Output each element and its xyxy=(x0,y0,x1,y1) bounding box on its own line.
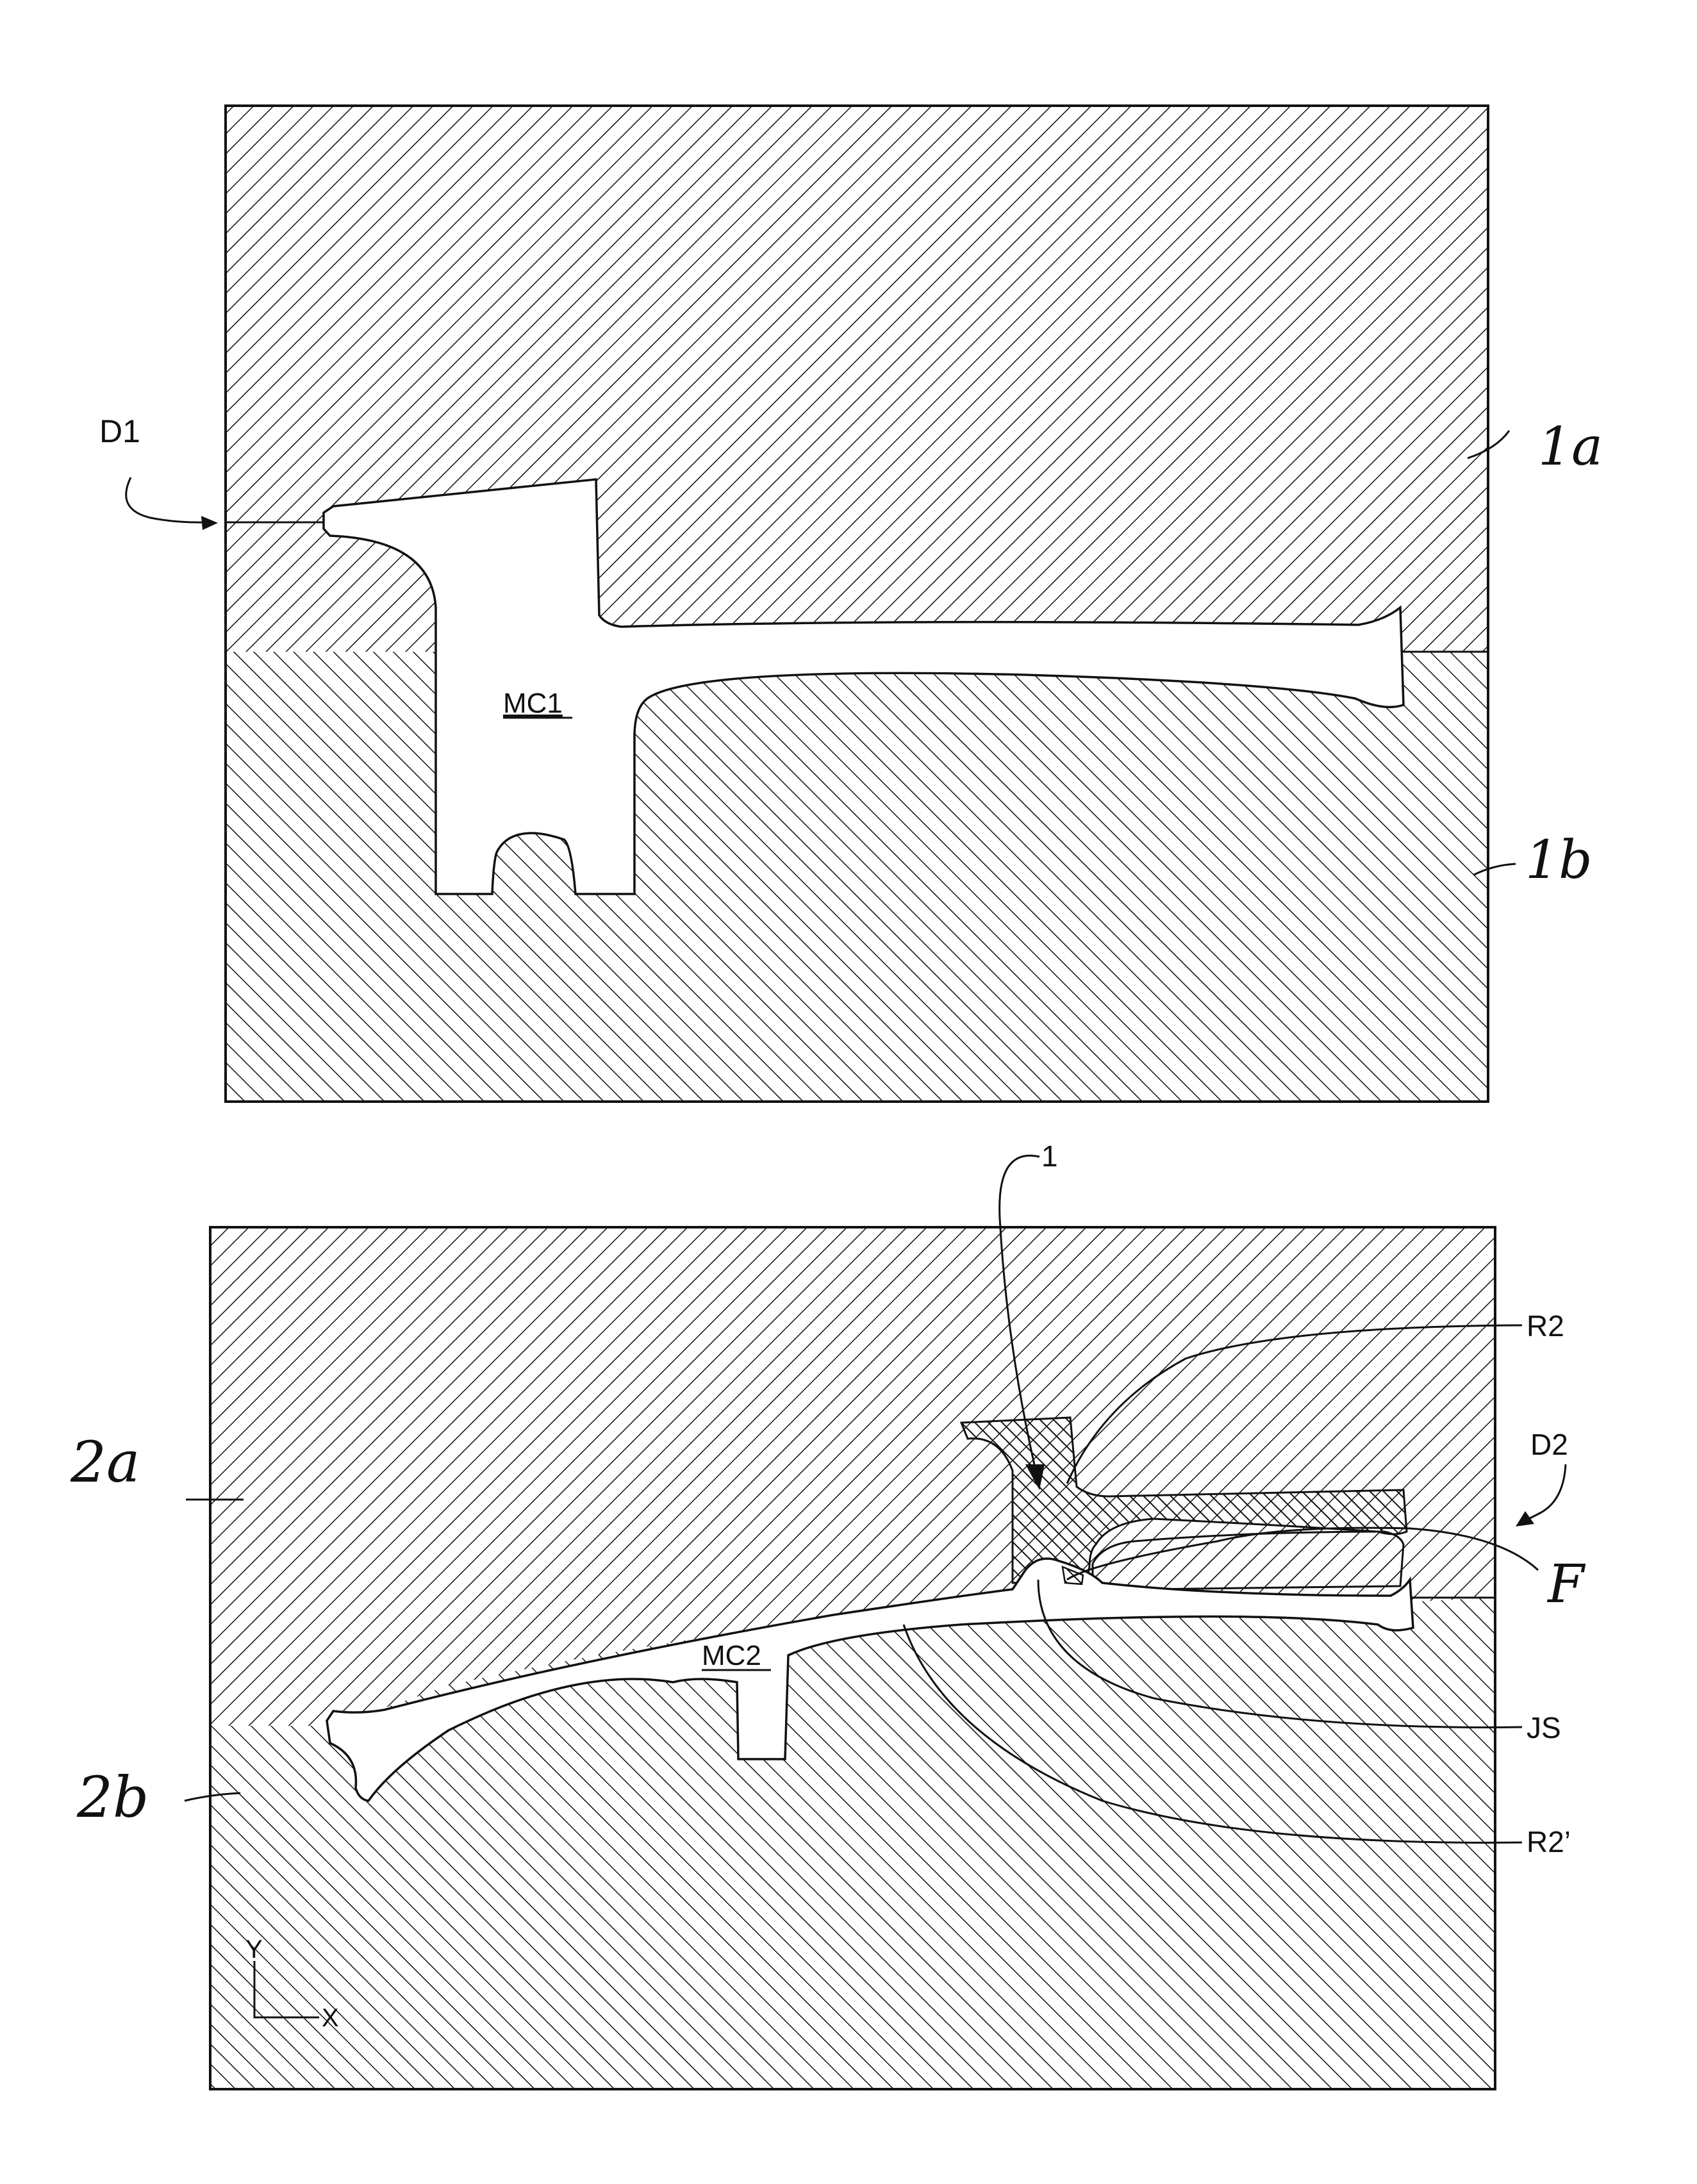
axis-x-label: X xyxy=(322,2004,339,2032)
ref-1-label: 1 xyxy=(1041,1139,1058,1173)
mc2-label: MC2 xyxy=(702,1640,761,1671)
r2-label: R2 xyxy=(1527,1309,1564,1343)
d2-arrowhead xyxy=(1516,1511,1534,1526)
2a-label: 2a xyxy=(70,1429,140,1495)
lower-die-1b xyxy=(226,652,1488,1102)
d1-arrow xyxy=(126,477,205,522)
1b-label: 1b xyxy=(1525,830,1593,891)
d1-label: D1 xyxy=(99,413,140,449)
figure-1: D1 1a 1b MC1 xyxy=(99,106,1603,1102)
js-label: JS xyxy=(1527,1711,1561,1744)
2b-label: 2b xyxy=(76,1764,149,1830)
d2-arrow xyxy=(1522,1464,1566,1522)
d1-arrowhead xyxy=(201,516,218,530)
1a-label: 1a xyxy=(1538,417,1603,477)
d2-label: D2 xyxy=(1530,1428,1568,1461)
axis-y-label: Y xyxy=(245,1935,263,1964)
preform-inner-gap xyxy=(1093,1532,1403,1589)
upper-die-1a xyxy=(226,106,1488,652)
r2prime-label: R2’ xyxy=(1527,1825,1571,1858)
figure-2: 1 R2 D2 2a F MC2 JS 2b R2’ Y X xyxy=(70,1139,1586,2089)
f-label: F xyxy=(1546,1554,1586,1615)
mc1-label: MC1 xyxy=(503,688,563,719)
